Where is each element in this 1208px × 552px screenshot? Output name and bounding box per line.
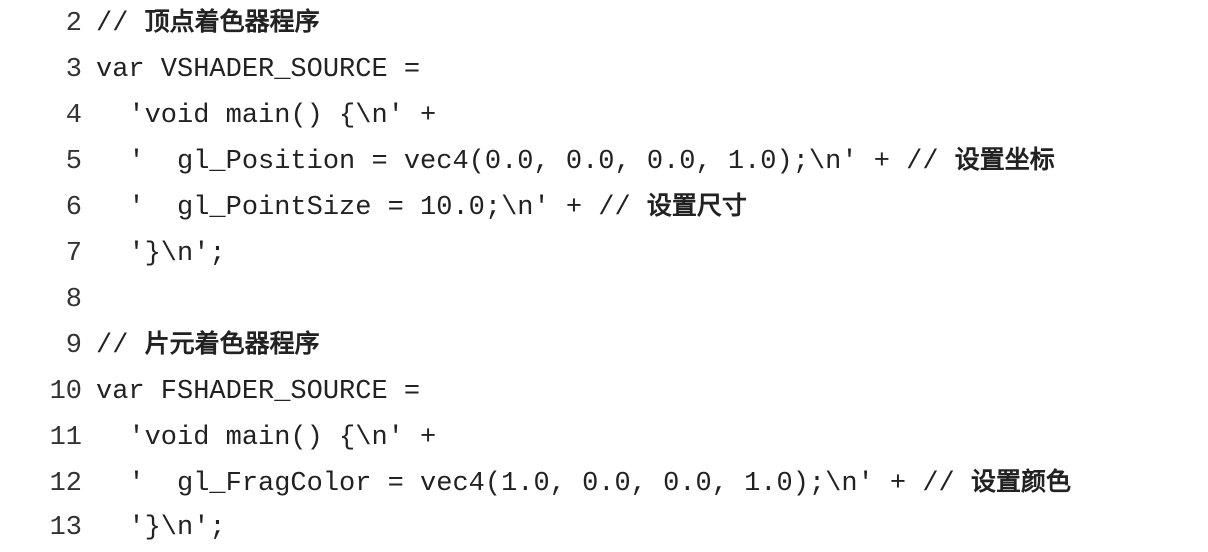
code-line: 5 ' gl_Position = vec4(0.0, 0.0, 0.0, 1.… <box>0 140 1055 180</box>
code-line: 7 '}\n'; <box>0 232 226 272</box>
code-comment: 设置坐标 <box>954 145 1055 174</box>
line-number: 12 <box>49 469 82 499</box>
code-text: '}\n'; <box>96 239 226 269</box>
code-text: ' gl_PointSize = 10.0;\n' + // <box>96 193 647 223</box>
code-line: 2 // 顶点着色器程序 <box>0 2 320 42</box>
code-line: 4 'void main() {\n' + <box>0 94 436 134</box>
line-number: 5 <box>65 147 82 177</box>
code-text: ' gl_Position = vec4(0.0, 0.0, 0.0, 1.0)… <box>96 147 955 177</box>
code-comment: 设置尺寸 <box>646 191 747 220</box>
code-text: // <box>96 331 145 361</box>
line-number: 6 <box>65 193 82 223</box>
line-number: 3 <box>65 55 82 85</box>
code-line: 3 var VSHADER_SOURCE = <box>0 48 420 88</box>
code-comment: 设置颜色 <box>970 467 1071 496</box>
line-number: 11 <box>49 423 82 453</box>
code-text: ' gl_FragColor = vec4(1.0, 0.0, 0.0, 1.0… <box>96 469 971 499</box>
line-number: 2 <box>65 9 82 39</box>
code-text: var VSHADER_SOURCE = <box>96 55 421 85</box>
line-number: 8 <box>65 285 82 315</box>
line-number: 4 <box>65 101 82 131</box>
code-line: 9 // 片元着色器程序 <box>0 324 320 364</box>
code-comment: 顶点着色器程序 <box>144 7 320 36</box>
code-comment: 片元着色器程序 <box>144 329 320 358</box>
code-text: '}\n'; <box>96 513 226 543</box>
code-text: 'void main() {\n' + <box>96 423 437 453</box>
line-number: 9 <box>65 331 82 361</box>
line-number: 10 <box>49 377 82 407</box>
code-line: 6 ' gl_PointSize = 10.0;\n' + // 设置尺寸 <box>0 186 747 226</box>
line-number: 13 <box>49 513 82 543</box>
code-line: 8 <box>0 278 96 318</box>
code-text: var FSHADER_SOURCE = <box>96 377 421 407</box>
code-line: 11 'void main() {\n' + <box>0 416 437 456</box>
code-line: 13 '}\n'; <box>0 506 226 546</box>
line-number: 7 <box>65 239 82 269</box>
code-line: 12 ' gl_FragColor = vec4(1.0, 0.0, 0.0, … <box>0 462 1071 502</box>
code-text: 'void main() {\n' + <box>96 101 437 131</box>
code-text: // <box>96 9 145 39</box>
code-line: 10 var FSHADER_SOURCE = <box>0 370 420 410</box>
